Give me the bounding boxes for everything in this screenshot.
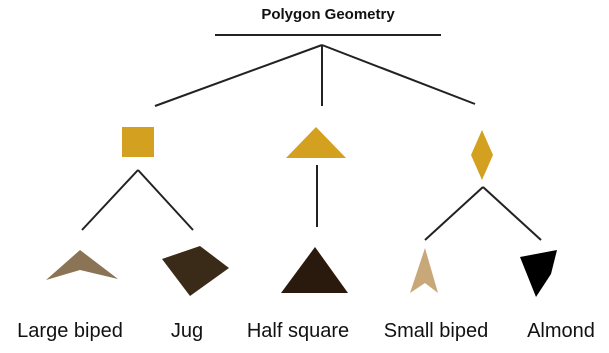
- connector-square-jug: [137, 169, 194, 231]
- almond-icon: [520, 250, 557, 297]
- jug-icon: [162, 246, 229, 296]
- leaf-label-half-square: Half square: [246, 320, 350, 342]
- connector-diamond-almond: [482, 186, 542, 241]
- square-node-icon: [122, 127, 154, 157]
- triangle-node-icon: [286, 127, 346, 158]
- half-square-icon: [281, 247, 348, 293]
- connector-diamond-small-biped: [424, 186, 484, 241]
- diagram-title: Polygon Geometry: [261, 6, 395, 23]
- connector-root-square: [154, 44, 323, 107]
- diamond-node-icon: [471, 130, 493, 180]
- leaf-label-small-biped: Small biped: [383, 320, 489, 342]
- large-biped-icon: [46, 250, 118, 280]
- connector-root-diamond: [321, 44, 476, 105]
- leaf-label-almond: Almond: [527, 320, 595, 342]
- small-biped-icon: [410, 248, 438, 293]
- leaf-label-jug: Jug: [170, 320, 204, 342]
- leaf-label-large-biped: Large biped: [17, 320, 123, 342]
- connector-square-large-biped: [81, 169, 139, 231]
